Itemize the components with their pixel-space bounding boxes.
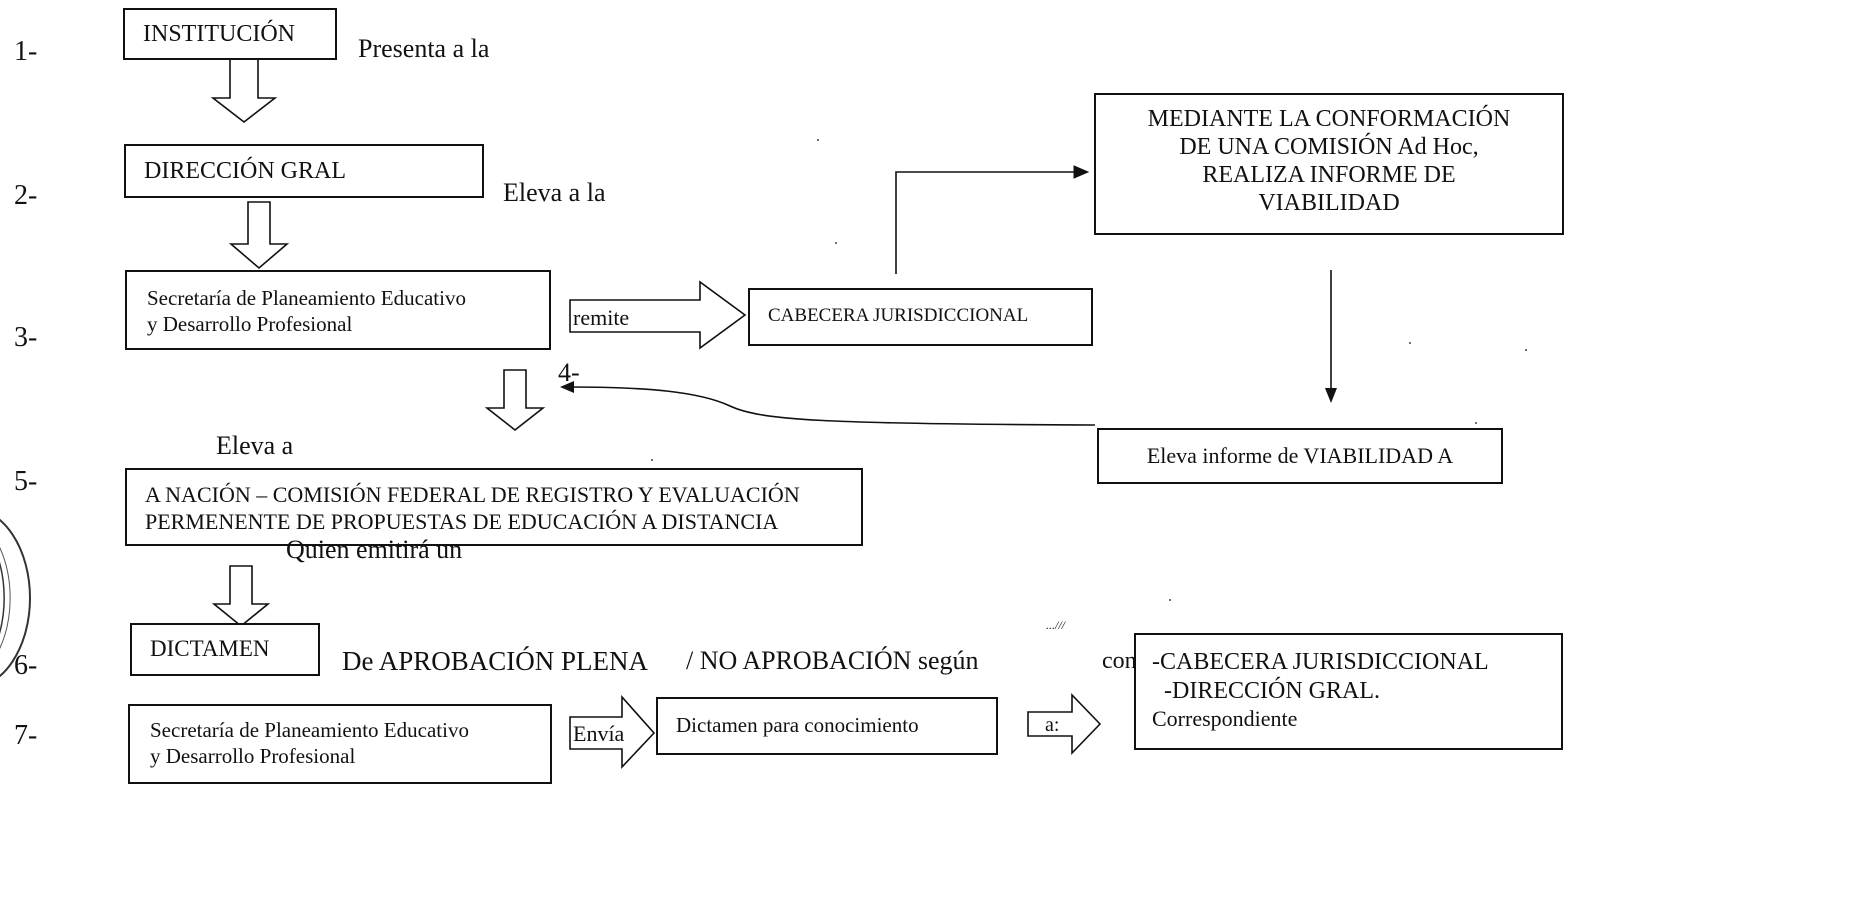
remite-note: remite bbox=[573, 305, 630, 330]
secretaria-line1: Secretaría de Planeamiento Educativo bbox=[147, 286, 466, 310]
step-number-7: 7- bbox=[14, 720, 38, 751]
down-arrow-1 bbox=[210, 57, 278, 124]
step-number-2: 2- bbox=[14, 180, 38, 211]
cabecera-label: CABECERA JURISDICCIONAL bbox=[768, 305, 1029, 326]
quien-emitira-note: Quien emitirá un bbox=[286, 535, 463, 564]
dictamen-box: DICTAMEN bbox=[130, 623, 320, 676]
comision-line1: MEDIANTE LA CONFORMACIÓN bbox=[1147, 106, 1511, 132]
step-number-4: 4- bbox=[558, 358, 580, 387]
step-number-5: 5- bbox=[14, 466, 38, 497]
down-arrow-4 bbox=[211, 565, 271, 628]
destinatarios-line2: -DIRECCIÓN GRAL. bbox=[1164, 678, 1380, 704]
dictamen-label: DICTAMEN bbox=[150, 636, 270, 661]
connector-informe-step4 bbox=[567, 386, 1096, 426]
secretaria-7-box: Secretaría de Planeamiento Educativo y D… bbox=[128, 704, 552, 784]
secretaria-7-line1: Secretaría de Planeamiento Educativo bbox=[150, 718, 469, 742]
destinatarios-box: -CABECERA JURISDICCIONAL -DIRECCIÓN GRAL… bbox=[1134, 633, 1563, 750]
comision-line2: DE UNA COMISIÓN Ad Hoc, bbox=[1179, 134, 1479, 160]
nacion-line1: A NACIÓN – COMISIÓN FEDERAL DE REGISTRO … bbox=[145, 482, 800, 507]
step-number-6: 6- bbox=[14, 650, 38, 681]
nacion-box: A NACIÓN – COMISIÓN FEDERAL DE REGISTRO … bbox=[125, 468, 863, 546]
down-arrow-3 bbox=[484, 369, 546, 432]
secretaria-7-line2: y Desarrollo Profesional bbox=[150, 744, 356, 768]
aprobacion-note: De APROBACIÓN PLENA bbox=[342, 646, 649, 676]
step-number-1: 1- bbox=[14, 36, 38, 67]
down-arrow-2 bbox=[228, 201, 290, 270]
comision-line3: REALIZA INFORME DE bbox=[1202, 162, 1456, 188]
institucion-label: INSTITUCIÓN bbox=[143, 21, 295, 47]
nacion-line2: PERMENENTE DE PROPUESTAS DE EDUCACIÓN A … bbox=[145, 509, 779, 534]
secretaria-line2: y Desarrollo Profesional bbox=[147, 312, 353, 336]
eleva-a-note: Eleva a bbox=[216, 431, 294, 460]
seal-fragment bbox=[0, 518, 31, 678]
presenta-note: Presenta a la bbox=[358, 34, 490, 63]
institucion-box: INSTITUCIÓN bbox=[123, 8, 337, 60]
a-note: a: bbox=[1045, 714, 1060, 736]
eleva-a-la-note: Eleva a la bbox=[503, 178, 606, 207]
secretaria-box: Secretaría de Planeamiento Educativo y D… bbox=[125, 270, 551, 350]
eleva-informe-box: Eleva informe de VIABILIDAD A bbox=[1097, 428, 1503, 484]
no-aprobacion-note: / NO APROBACIÓN según bbox=[686, 646, 979, 675]
right-arrow-envia bbox=[569, 694, 656, 770]
cabecera-box: CABECERA JURISDICCIONAL bbox=[748, 288, 1093, 346]
direccion-gral-label: DIRECCIÓN GRAL bbox=[144, 158, 346, 184]
comision-line4: VIABILIDAD bbox=[1258, 190, 1400, 216]
envia-note: Envía bbox=[573, 721, 625, 746]
comision-adhoc-box: MEDIANTE LA CONFORMACIÓN DE UNA COMISIÓN… bbox=[1094, 93, 1564, 235]
direccion-gral-box: DIRECCIÓN GRAL bbox=[124, 144, 484, 198]
right-arrow-remite bbox=[569, 280, 747, 350]
destinatarios-line1: -CABECERA JURISDICCIONAL bbox=[1152, 649, 1489, 675]
dictamen-conocimiento-box: Dictamen para conocimiento bbox=[656, 697, 998, 755]
eleva-informe-label: Eleva informe de VIABILIDAD A bbox=[1146, 443, 1454, 468]
dictamen-conocimiento-label: Dictamen para conocimiento bbox=[676, 713, 919, 737]
destinatarios-line3: Correspondiente bbox=[1152, 706, 1298, 731]
right-arrow-a bbox=[1027, 693, 1102, 755]
con-note: con bbox=[1102, 648, 1137, 674]
page-mark: .../// bbox=[1046, 618, 1066, 632]
step-number-3: 3- bbox=[14, 322, 38, 353]
connector-cabecera-comision bbox=[895, 171, 1078, 274]
